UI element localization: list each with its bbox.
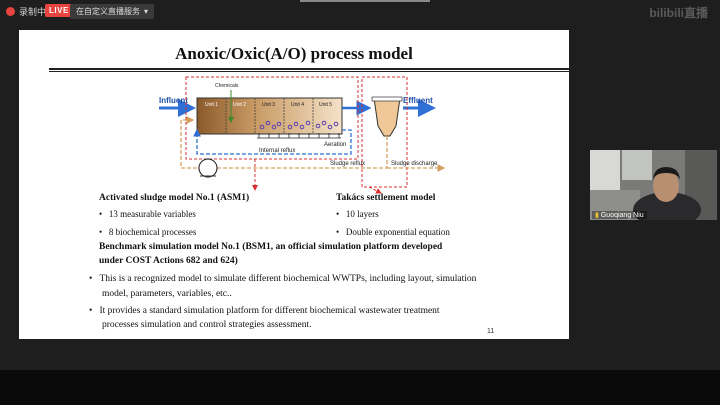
recording-label: 录制中 [19, 7, 47, 17]
internal-reflux-label: Internal reflux [259, 148, 295, 154]
slide-page-number: 11 [487, 328, 495, 335]
bullet-1-line-2: model, parameters, variables, etc.. [102, 289, 232, 299]
bullet-1-line-1: • This is a recognized model to simulate… [89, 274, 477, 284]
internal-reflux-line [193, 128, 352, 155]
unit-3-label: Unit 3 [262, 102, 275, 108]
bsm1-heading-line-1: Benchmark simulation model No.1 (BSM1, a… [99, 242, 443, 252]
bsm1-heading-line-2: under COST Actions 682 and 624) [99, 256, 238, 266]
effluent-label: Effluent [403, 96, 433, 105]
pump-icon [198, 158, 218, 178]
live-badge: LIVE [45, 4, 73, 17]
bilibili-live-logo: bilibili直播 [649, 6, 708, 20]
sludge-discharge-label: Sludge discharge [391, 161, 438, 167]
asm1-bullet-1: • 13 measurable variables [99, 209, 196, 219]
presentation-slide: Anoxic/Oxic(A/O) process model Influent … [19, 30, 569, 339]
aeration-label: Aeration [324, 142, 346, 148]
top-divider [300, 0, 430, 2]
takacs-bullet-2: • Double exponential equation [336, 227, 450, 237]
stream-toolbar: 录制中 LIVE 在自定义直播服务 ▾ bilibili直播 [0, 0, 720, 24]
takacs-bullet-1: • 10 layers [336, 209, 379, 219]
asm1-bullet-2: • 8 biochemical processes [99, 227, 197, 237]
signal-bars-icon: ▮ [595, 212, 599, 219]
diffusers [257, 133, 341, 139]
bottom-bar [0, 370, 720, 405]
unit-4-label: Unit 4 [291, 102, 304, 108]
service-label: 在自定义直播服务 [76, 7, 140, 16]
title-rule-thin [49, 71, 569, 72]
bullet-2-line-2: processes simulation and control strateg… [102, 320, 312, 330]
webcam-image [590, 150, 717, 220]
unit-2-label: Unit 2 [233, 102, 246, 108]
record-dot-icon [6, 7, 15, 16]
service-dropdown[interactable]: 在自定义直播服务 ▾ [70, 4, 155, 19]
takacs-boundary [361, 76, 408, 188]
sludge-reflux-label: Sludge reflux [330, 161, 365, 167]
asm1-boundary [185, 76, 359, 160]
takacs-heading: Takács settlement model [336, 193, 436, 203]
influent-label: Influent [159, 96, 188, 105]
title-rule [49, 68, 569, 70]
participant-name: ▮ Guoqiang Niu [592, 211, 647, 219]
bullet-2-line-1: • It provides a standard simulation plat… [89, 306, 440, 316]
aeration-bubbles [259, 120, 339, 130]
clarifier-tank [373, 97, 401, 137]
unit-5-label: Unit 5 [319, 102, 332, 108]
asm1-heading: Activated sludge model No.1 (ASM1) [99, 193, 250, 203]
process-diagram: Influent Unit 1 Unit 2 Unit 3 Unit 4 Uni… [159, 76, 446, 194]
chemicals-label: Chemicals [215, 83, 239, 89]
webcam-feed: ▮ Guoqiang Niu [590, 150, 717, 220]
slide-title: Anoxic/Oxic(A/O) process model [175, 44, 413, 63]
chevron-down-icon: ▾ [144, 7, 149, 16]
unit-1-label: Unit 1 [205, 102, 218, 108]
recording-indicator: 录制中 [6, 5, 46, 18]
